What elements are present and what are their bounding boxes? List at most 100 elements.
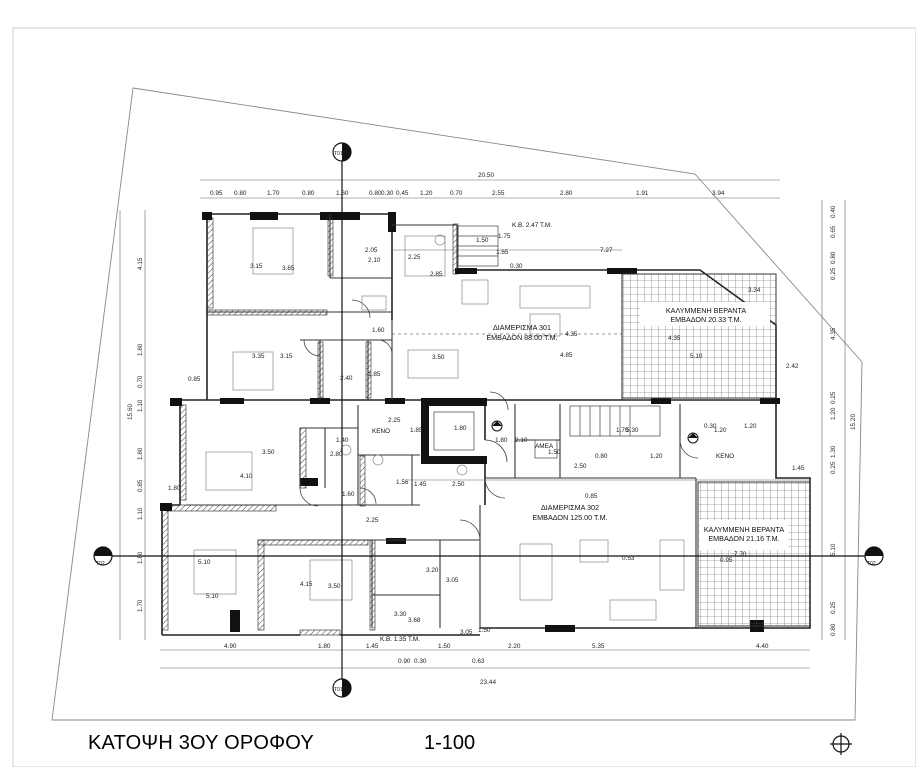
drawing-title: ΚΑΤΟΨΗ 3ΟΥ ΟΡΟΦΟΥ bbox=[88, 732, 314, 754]
door-swings bbox=[299, 299, 699, 541]
dim-left-total: 15.60 bbox=[127, 404, 134, 420]
dim-top-12: 1.91 bbox=[636, 190, 649, 197]
section-marker-left: T02 bbox=[93, 546, 113, 567]
dim-interior-13: 5.10 bbox=[690, 353, 703, 360]
void-right-label: ΚΕΝΟ bbox=[716, 453, 734, 460]
dim-interior-18: 1.60 bbox=[372, 327, 385, 334]
section-marker-left-label: T02 bbox=[96, 561, 105, 567]
dim-interior-41: 1.20 bbox=[714, 427, 727, 434]
dim-top-3: 0.80 bbox=[302, 190, 315, 197]
level-marker-right bbox=[687, 432, 699, 444]
dim-interior-25: 1.85 bbox=[410, 427, 423, 434]
dim-top-2: 1.70 bbox=[267, 190, 280, 197]
dim-right-1: 0.65 bbox=[830, 225, 837, 238]
dim-interior-11: 3.34 bbox=[748, 287, 761, 294]
dim-bottom-2: 1.45 bbox=[366, 643, 379, 650]
dim-interior-37: 5.30 bbox=[626, 427, 639, 434]
dim-interior-58: 3.05 bbox=[446, 577, 459, 584]
veranda-302-area: ΕΜΒΑΔΟΝ 21.16 Τ.Μ. bbox=[708, 534, 779, 543]
dim-interior-22: 1.85 bbox=[368, 371, 381, 378]
dim-right-total: 15.20 bbox=[850, 414, 857, 430]
dim-bottom2-0: 0.90 bbox=[398, 658, 411, 665]
dim-interior-62: 1.50 bbox=[478, 627, 491, 634]
dim-interior-61: 3.05 bbox=[460, 629, 473, 636]
dim-top-7: 0.45 bbox=[396, 190, 409, 197]
dim-interior-5: 2.85 bbox=[430, 271, 443, 278]
void-left-label: ΚΕΝΟ bbox=[372, 428, 390, 435]
dim-interior-29: 4.10 bbox=[240, 473, 253, 480]
dim-interior-9: 0.30 bbox=[510, 263, 523, 270]
dim-right-0: 0.40 bbox=[830, 205, 837, 218]
furniture bbox=[193, 227, 685, 621]
dim-left-4: 1.80 bbox=[137, 447, 144, 460]
veranda-302-label-bg bbox=[700, 520, 788, 550]
dim-interior-50: 0.53 bbox=[622, 555, 635, 562]
dim-interior-6: 1.50 bbox=[476, 237, 489, 244]
dim-interior-33: 1.50 bbox=[548, 449, 561, 456]
columns bbox=[160, 212, 780, 632]
dim-left-1: 1.80 bbox=[137, 343, 144, 356]
dim-top-11: 2.80 bbox=[560, 190, 573, 197]
dim-interior-14: 2.42 bbox=[786, 363, 799, 370]
section-marker-top: T01 bbox=[332, 142, 352, 162]
dim-interior-3: 2.10 bbox=[368, 257, 381, 264]
dim-interior-39: 0.30 bbox=[704, 423, 717, 430]
section-marker-top-label: T01 bbox=[334, 151, 343, 157]
dim-interior-45: 1.56 bbox=[396, 479, 409, 486]
dim-left-7: 1.80 bbox=[137, 551, 144, 564]
dim-left-0: 4.15 bbox=[137, 257, 144, 270]
dim-top-0: 0.95 bbox=[210, 190, 223, 197]
dim-interior-27: 2.80 bbox=[330, 451, 343, 458]
dim-top-10: 2.55 bbox=[492, 190, 505, 197]
dim-left-6: 1.10 bbox=[137, 507, 144, 520]
dim-top-9: 0.70 bbox=[450, 190, 463, 197]
dim-interior-20: 3.15 bbox=[280, 353, 293, 360]
north-arrow-icon bbox=[830, 733, 852, 755]
dim-top-4: 1.60 bbox=[336, 190, 349, 197]
dim-left-8: 1.70 bbox=[137, 599, 144, 612]
veranda-302-tiles bbox=[697, 481, 811, 627]
dim-interior-31: 1.80 bbox=[495, 437, 508, 444]
stair-lift-core bbox=[433, 225, 661, 459]
dim-interior-43: 1.45 bbox=[414, 481, 427, 488]
dim-left-3: 1.10 bbox=[137, 399, 144, 412]
dim-bottom-0: 4.90 bbox=[224, 643, 237, 650]
dim-interior-7: 1.65 bbox=[496, 249, 509, 256]
dim-interior-23: 0.85 bbox=[188, 376, 201, 383]
dim-bottom-3: 1.50 bbox=[438, 643, 451, 650]
dim-bottom-4: 2.20 bbox=[508, 643, 521, 650]
dim-interior-28: 3.50 bbox=[262, 449, 275, 456]
dim-bottom-1: 1.80 bbox=[318, 643, 331, 650]
dim-interior-0: 3.15 bbox=[250, 263, 263, 270]
dim-interior-35: 0.80 bbox=[595, 453, 608, 460]
level-marker-left bbox=[491, 420, 503, 432]
dim-interior-10: 7.27 bbox=[600, 247, 613, 254]
storage-top-label: Κ.Β. 2.47 Τ.Μ. bbox=[512, 222, 552, 229]
dim-interior-19: 3.35 bbox=[252, 353, 265, 360]
dim-interior-1: 3.65 bbox=[282, 265, 295, 272]
dim-interior-38: 1.20 bbox=[650, 453, 663, 460]
dim-top-13: 3.94 bbox=[712, 190, 725, 197]
dim-interior-46: 1.60 bbox=[342, 491, 355, 498]
dim-interior-24: 2.25 bbox=[388, 417, 401, 424]
dim-right-7: 1.30 bbox=[830, 445, 837, 458]
dim-interior-8: 1.75 bbox=[498, 233, 511, 240]
dim-left-2: 0.70 bbox=[137, 375, 144, 388]
dim-interior-32: 2.10 bbox=[515, 437, 528, 444]
dim-interior-53: 5.10 bbox=[198, 559, 211, 566]
dim-interior-57: 3.20 bbox=[426, 567, 439, 574]
dim-right-9: 5.10 bbox=[830, 543, 837, 556]
dim-right-10: 0.25 bbox=[830, 601, 837, 614]
dim-interior-49: 0.85 bbox=[585, 493, 598, 500]
dim-interior-17: 3.50 bbox=[432, 354, 445, 361]
dim-interior-60: 3.68 bbox=[408, 617, 421, 624]
dim-top-6: 0.30 bbox=[381, 190, 394, 197]
dim-bottom2-1: 0.30 bbox=[414, 658, 427, 665]
veranda-301-tiles bbox=[621, 273, 777, 399]
section-marker-right-label: T02 bbox=[867, 561, 876, 567]
dim-interior-42: 1.45 bbox=[792, 465, 805, 472]
dimension-lines bbox=[119, 179, 846, 669]
